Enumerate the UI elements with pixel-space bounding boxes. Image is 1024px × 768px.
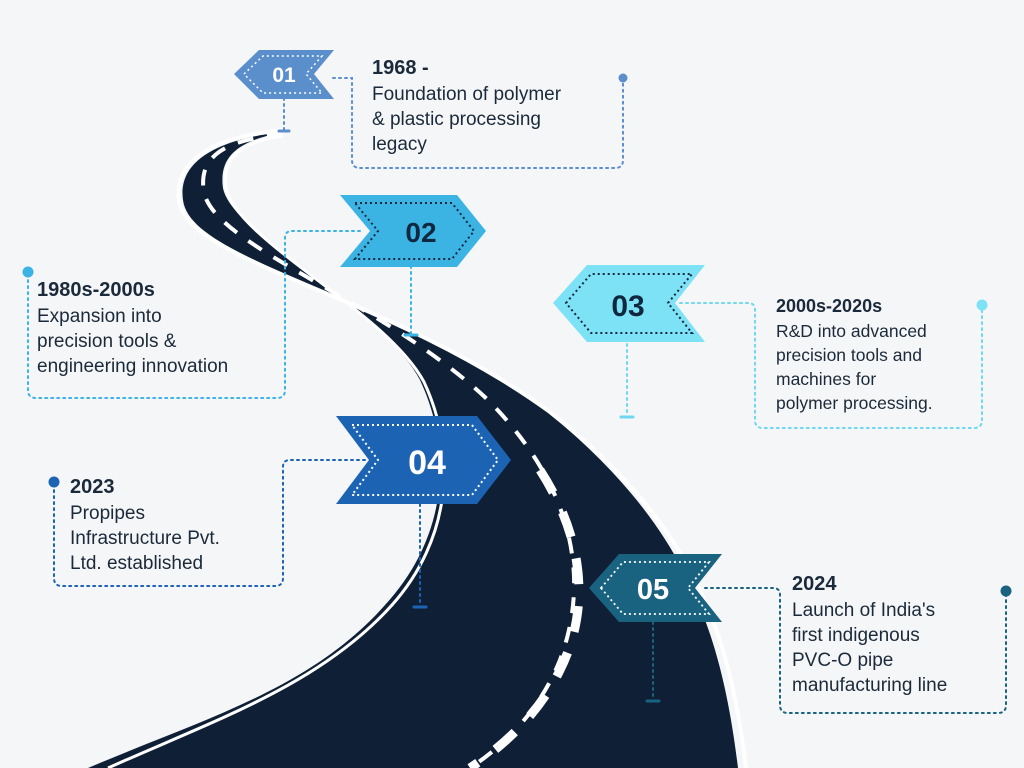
milestone-text-03: 2000s-2020s R&D into advanced precision … <box>776 295 976 415</box>
sign-shape-03 <box>553 265 705 342</box>
milestone-sign-04: 04 <box>336 416 511 504</box>
milestone-text-04: 2023 Propipes Infrastructure Pvt. Ltd. e… <box>70 475 280 576</box>
milestone-desc-04: Propipes Infrastructure Pvt. Ltd. establ… <box>70 501 280 576</box>
road-center-lane-lower <box>467 467 584 768</box>
dot-02 <box>22 266 34 278</box>
milestone-desc-02-line-2: precision tools & <box>37 331 177 352</box>
milestone-number-02: 02 <box>405 217 436 248</box>
milestone-desc-01-line-3: legacy <box>372 134 427 155</box>
connector-04 <box>53 459 366 587</box>
milestone-desc-04-line-3: Ltd. established <box>70 553 204 574</box>
milestone-desc-03-line-1: R&D into advanced <box>776 321 927 341</box>
milestone-text-05: 2024 Launch of India's first indigenous … <box>792 572 1002 698</box>
milestone-sign-05: 05 <box>589 554 722 622</box>
milestone-desc-04-line-2: Infrastructure Pvt. <box>70 528 220 549</box>
sign-border-04 <box>350 424 500 496</box>
milestone-desc-05-line-2: first indigenous <box>792 625 920 646</box>
connectors <box>27 77 1007 714</box>
milestone-year-02: 1980s-2000s <box>37 279 155 301</box>
milestone-year-01: 1968 - <box>372 57 429 79</box>
milestone-desc-05-line-1: Launch of India's <box>792 600 936 621</box>
sign-shape-05 <box>589 554 722 622</box>
milestone-desc-02-line-3: engineering innovation <box>37 356 229 377</box>
milestone-sign-02: 02 <box>340 195 486 267</box>
road-edge-right <box>176 128 748 768</box>
connector-03 <box>679 302 983 429</box>
dot-04 <box>48 476 60 488</box>
milestone-desc-03: R&D into advanced precision tools and ma… <box>776 319 976 415</box>
milestone-number-01: 01 <box>272 64 296 87</box>
dot-05 <box>1000 585 1012 597</box>
dot-03 <box>976 299 988 311</box>
milestone-year-05: 2024 <box>792 573 837 595</box>
milestone-sign-01: 01 <box>234 50 334 99</box>
sign-border-01 <box>242 55 324 94</box>
dot-01 <box>618 73 628 83</box>
connector-01 <box>332 77 624 169</box>
sign-border-02 <box>352 202 476 260</box>
milestone-desc-05-line-4: manufacturing line <box>792 675 948 696</box>
milestone-desc-05-line-3: PVC-O pipe <box>792 650 894 671</box>
milestone-desc-03-line-3: machines for <box>776 369 877 389</box>
milestone-year-03: 2000s-2020s <box>776 296 883 316</box>
milestone-number-04: 04 <box>408 444 446 482</box>
milestone-desc-03-line-2: precision tools and <box>776 345 922 365</box>
milestone-desc-05: Launch of India's first indigenous PVC-O… <box>792 598 1002 698</box>
sign-border-03 <box>564 273 695 334</box>
road-center-lane <box>201 132 577 768</box>
milestone-number-05: 05 <box>637 574 669 606</box>
end-dots <box>22 73 1012 597</box>
milestone-text-02: 1980s-2000s Expansion into precision too… <box>37 278 282 379</box>
connector-05 <box>704 587 1007 714</box>
connector-02 <box>27 230 361 399</box>
sign-shape-02 <box>340 195 486 267</box>
milestone-sign-03: 03 <box>553 265 705 342</box>
sign-shape-01 <box>234 50 334 99</box>
milestone-desc-01-line-2: & plastic processing <box>372 109 541 130</box>
sign-shape-04 <box>336 416 511 504</box>
milestone-desc-02-line-1: Expansion into <box>37 306 162 327</box>
milestone-desc-03-line-4: polymer processing. <box>776 393 933 413</box>
milestone-desc-01-line-1: Foundation of polymer <box>372 84 562 105</box>
stem-caps <box>277 129 661 703</box>
milestone-text-01: 1968 - Foundation of polymer & plastic p… <box>372 56 617 157</box>
milestone-year-04: 2023 <box>70 476 115 498</box>
milestone-number-03: 03 <box>611 290 644 323</box>
milestone-desc-02: Expansion into precision tools & enginee… <box>37 304 282 379</box>
milestone-desc-01: Foundation of polymer & plastic processi… <box>372 82 617 157</box>
milestone-desc-04-line-1: Propipes <box>70 503 145 524</box>
